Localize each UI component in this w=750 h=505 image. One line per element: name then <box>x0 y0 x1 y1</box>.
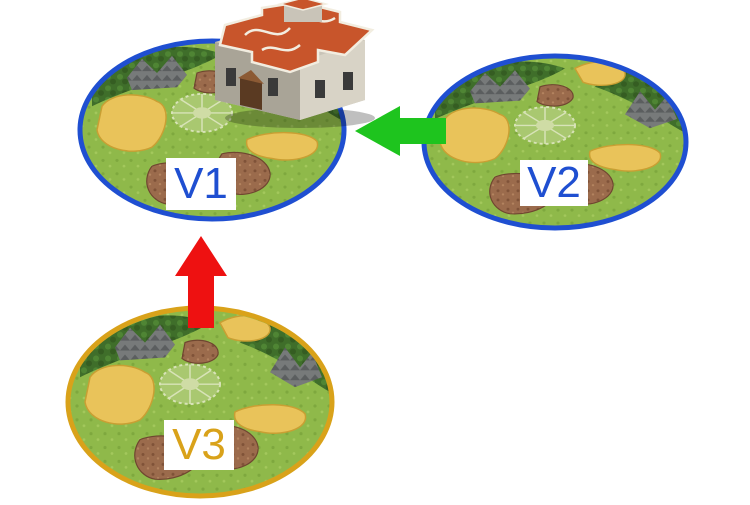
village-v3-label-text: V3 <box>172 420 226 469</box>
village-v1-label: V1 <box>166 158 236 210</box>
village-v1 <box>77 38 347 222</box>
arrow-v2-to-v1 <box>355 106 446 156</box>
village-v1-border <box>77 38 347 222</box>
town-hall-building-icon <box>215 0 375 128</box>
village-v3-label: V3 <box>164 420 234 470</box>
village-v2-label-text: V2 <box>527 158 581 207</box>
village-v1-label-text: V1 <box>174 159 228 208</box>
arrow-v3-to-v1 <box>175 236 227 328</box>
village-v2-label: V2 <box>520 160 588 206</box>
